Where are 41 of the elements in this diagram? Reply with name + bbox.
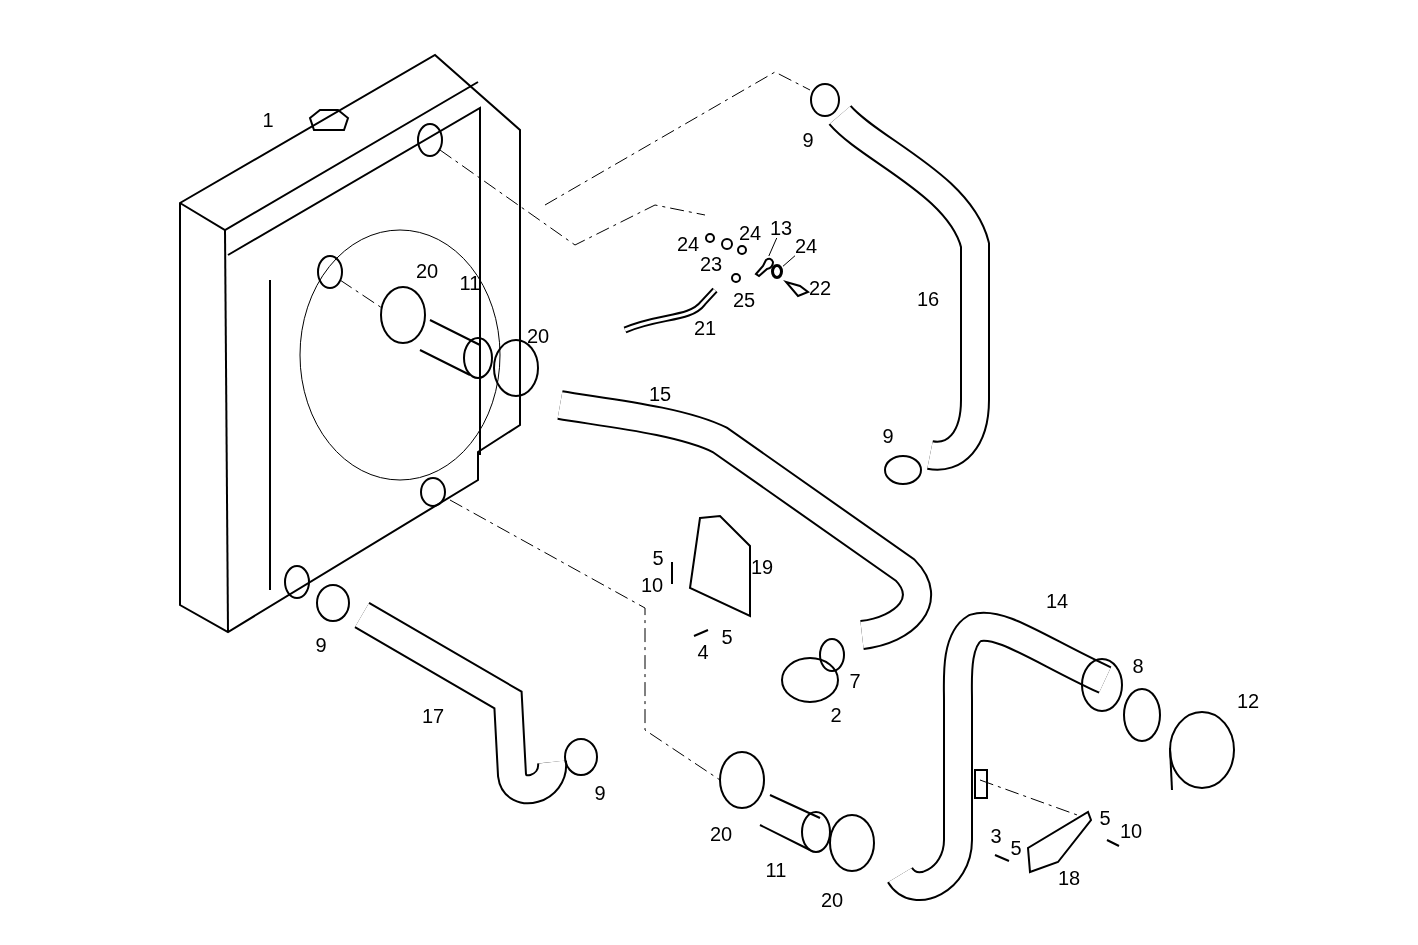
callout-number: 20 [709,824,733,844]
callout-number: 15 [648,384,672,404]
callout-number: 5 [652,548,664,568]
callout-number: 11 [459,273,481,293]
callout-number: 21 [693,318,717,338]
callout-number: 5 [1010,838,1022,858]
callout-number: 3 [990,826,1002,846]
callout-number: 10 [640,575,664,595]
callout-number: 7 [849,671,861,691]
callout-number: 10 [1119,821,1143,841]
callout-number: 4 [697,642,709,662]
callout-number: 12 [1236,691,1260,711]
callout-number: 19 [750,557,774,577]
callout-number: 5 [721,627,733,647]
callout-number: 25 [732,290,756,310]
callout-number: 13 [770,218,793,238]
callout-number: 9 [882,426,894,446]
callout-number: 20 [415,261,439,281]
callout-number: 16 [916,289,940,309]
callout-number: 20 [820,890,844,910]
callout-number: 24 [676,234,700,254]
callout-number: 1 [262,110,274,130]
callout-number: 24 [795,236,818,256]
callout-number: 14 [1045,591,1069,611]
fitting-icon [754,256,774,278]
callout-number: 18 [1057,868,1081,888]
callout-number: 8 [1132,656,1144,676]
callout-number: 5 [1099,808,1111,828]
callout-number: 17 [421,706,445,726]
callout-number: 9 [802,130,814,150]
callout-number: 24 [738,223,762,243]
callout-number: 23 [699,254,723,274]
callout-number: 20 [526,326,550,346]
callout-number: 2 [830,705,842,725]
leader-line [768,237,778,257]
callout-number: 11 [765,860,787,880]
callout-number: 9 [315,635,327,655]
callout-number: 9 [594,783,606,803]
ring-icon [771,264,783,279]
callout-number: 22 [808,278,832,298]
leader-line [782,255,796,267]
